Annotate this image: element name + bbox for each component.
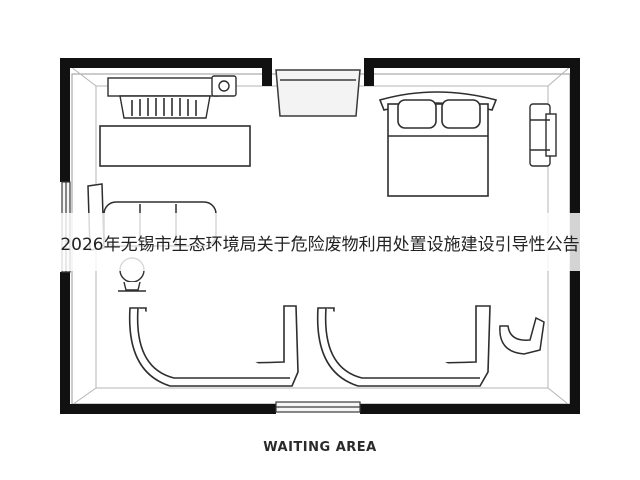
radiator	[107, 75, 237, 119]
lounge-chair-right	[316, 305, 491, 387]
announcement-headline: 2026年无锡市生态环境局关于危险废物利用处置设施建设引导性公告	[60, 234, 580, 255]
armchair-right	[499, 316, 545, 355]
announcement-banner: 2026年无锡市生态环境局关于危险废物利用处置设施建设引导性公告	[0, 213, 640, 271]
lounge-chair-left	[128, 305, 299, 387]
top-doorway	[275, 69, 361, 117]
plan-caption: WAITING AREA	[263, 440, 377, 455]
bed	[378, 91, 498, 197]
bottom-entry-door	[275, 401, 361, 413]
wall-chair	[529, 103, 557, 167]
reception-counter	[99, 125, 251, 167]
